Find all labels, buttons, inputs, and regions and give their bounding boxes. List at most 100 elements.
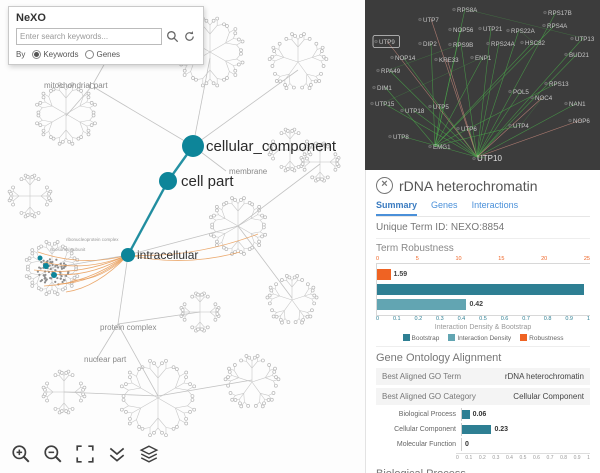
gene-node-label[interactable]: RPS4A [547, 23, 568, 30]
gene-node-label[interactable]: UTP8 [393, 134, 409, 141]
gene-node-label[interactable]: UTP21 [483, 26, 503, 33]
detail-tabs: Summary Genes Interactions [376, 198, 590, 217]
tab-summary[interactable]: Summary [376, 200, 418, 216]
radio-genes-control[interactable] [85, 50, 95, 59]
tab-genes[interactable]: Genes [431, 200, 458, 210]
tree-term-label[interactable]: membrane [229, 167, 268, 176]
axis-tick: 0.4 [505, 455, 513, 461]
term-node[interactable] [43, 263, 49, 269]
gene-node-label[interactable]: HSC82 [525, 40, 546, 47]
alignment-row-label: Best Aligned GO Category [382, 392, 476, 401]
axis-tick: 15 [498, 256, 505, 262]
radio-keywords[interactable]: Keywords [32, 50, 78, 59]
gene-node-label[interactable]: RPS17B [548, 10, 572, 17]
axis-tick: 0.5 [519, 455, 527, 461]
biological-process-title: Biological Process [376, 468, 590, 473]
gene-node-label[interactable]: RPS22A [511, 28, 536, 35]
tree-term-label[interactable]: intracellular [137, 248, 198, 262]
app-title: NeXO [16, 12, 46, 24]
radio-genes-label: Genes [96, 50, 121, 59]
alignment-row-term: Best Aligned GO Term rDNA heterochromati… [376, 368, 590, 385]
legend-label: Robustness [529, 335, 564, 342]
gene-node-label[interactable]: NOP56 [453, 27, 474, 34]
gene-node-label[interactable]: UTP6 [461, 126, 477, 133]
zoom-out-button[interactable] [42, 443, 64, 465]
gene-node-label[interactable]: RPA49 [381, 68, 401, 75]
term-title: rDNA heterochromatin [399, 177, 538, 194]
search-icon[interactable] [166, 30, 179, 43]
gene-node-label[interactable]: UTP10 [477, 154, 502, 163]
axis-tick: 0 [376, 316, 380, 322]
tree-term-label[interactable]: mitochondrial part [44, 81, 108, 90]
radio-keywords-label: Keywords [43, 50, 79, 59]
gene-node-label[interactable]: UTP9 [379, 39, 395, 46]
tree-term-label[interactable]: nuclear part [84, 355, 127, 364]
tree-term-label[interactable]: cellular_component [206, 138, 337, 155]
gene-node-label[interactable]: NOP14 [395, 55, 416, 62]
tab-interactions[interactable]: Interactions [471, 200, 519, 210]
go-bar-area: 0.23 [461, 423, 590, 436]
gene-node-label[interactable]: UTP4 [513, 123, 529, 130]
tree-term-label[interactable]: ribonucleoprotein complex [66, 237, 119, 242]
go-alignment-title: Gene Ontology Alignment [376, 352, 502, 364]
fit-to-screen-button[interactable] [74, 443, 96, 465]
gene-node-label[interactable]: POL5 [513, 89, 529, 96]
search-input[interactable] [16, 28, 162, 45]
unique-term-id-value: NEXO:8854 [450, 222, 505, 233]
gene-node-label[interactable]: DIP2 [423, 41, 437, 48]
gene-node-label[interactable]: DIM1 [377, 85, 392, 92]
unique-term-id-label: Unique Term ID: [376, 222, 449, 233]
gene-node-label[interactable]: RPS24A [491, 41, 516, 48]
layers-button[interactable] [138, 443, 160, 465]
term-node[interactable] [37, 255, 43, 261]
gene-node-label[interactable]: UTP13 [575, 36, 595, 43]
gene-node-label[interactable]: UTP7 [423, 17, 439, 24]
tree-term-label[interactable]: protein complex [100, 323, 156, 332]
tree-toolbar [10, 443, 160, 465]
gene-node-label[interactable]: RPS9B [453, 42, 473, 49]
reset-icon[interactable] [183, 30, 196, 43]
detail-header: × rDNA heterochromatin [376, 176, 590, 198]
tree-term-label[interactable]: cell part [181, 173, 234, 190]
go-bar-area: 0 [461, 438, 590, 451]
gene-node-label[interactable]: NOP6 [573, 118, 590, 125]
gene-node-label[interactable]: NOC4 [535, 95, 553, 102]
alignment-row-category: Best Aligned GO Category Cellular Compon… [376, 388, 590, 405]
axis-tick: 0.1 [392, 316, 401, 322]
radio-keywords-control[interactable] [32, 50, 42, 59]
gene-node-label[interactable]: EMG1 [433, 144, 451, 151]
axis-tick: 0.1 [465, 455, 473, 461]
gene-node-label[interactable]: KRE33 [439, 57, 459, 64]
gene-node-label[interactable]: BUD21 [569, 52, 590, 59]
robustness-bar-row: 0.42 [377, 298, 590, 311]
ontology-graph[interactable]: mitochondrial part cellular_componentcell… [0, 0, 365, 473]
zoom-in-button[interactable] [10, 443, 32, 465]
axis-tick: 0.9 [565, 316, 573, 322]
axis-tick: 0.7 [546, 455, 554, 461]
axis-tick: 10 [455, 256, 462, 262]
collapse-button[interactable] [106, 443, 128, 465]
close-icon[interactable]: × [376, 177, 393, 194]
radio-genes[interactable]: Genes [85, 50, 120, 59]
gene-node-label[interactable]: UTP5 [433, 104, 449, 111]
term-node[interactable] [182, 135, 204, 157]
term-node[interactable] [159, 172, 177, 190]
tree-term-label[interactable]: ribosomal subunit [50, 247, 86, 252]
gene-node-label[interactable]: ENP1 [475, 55, 492, 62]
gene-node-label[interactable]: NAN1 [569, 101, 586, 108]
gene-node-label[interactable]: UTP18 [405, 108, 425, 115]
gene-node-label[interactable]: RPS13 [549, 81, 569, 88]
interaction-density-bar [377, 299, 467, 310]
alignment-row-value: Cellular Component [513, 392, 584, 401]
gene-node-label[interactable]: RPS8A [457, 7, 478, 14]
term-node[interactable] [121, 248, 135, 262]
gene-node-label[interactable]: UTP15 [375, 101, 395, 108]
term-node[interactable] [51, 272, 57, 278]
